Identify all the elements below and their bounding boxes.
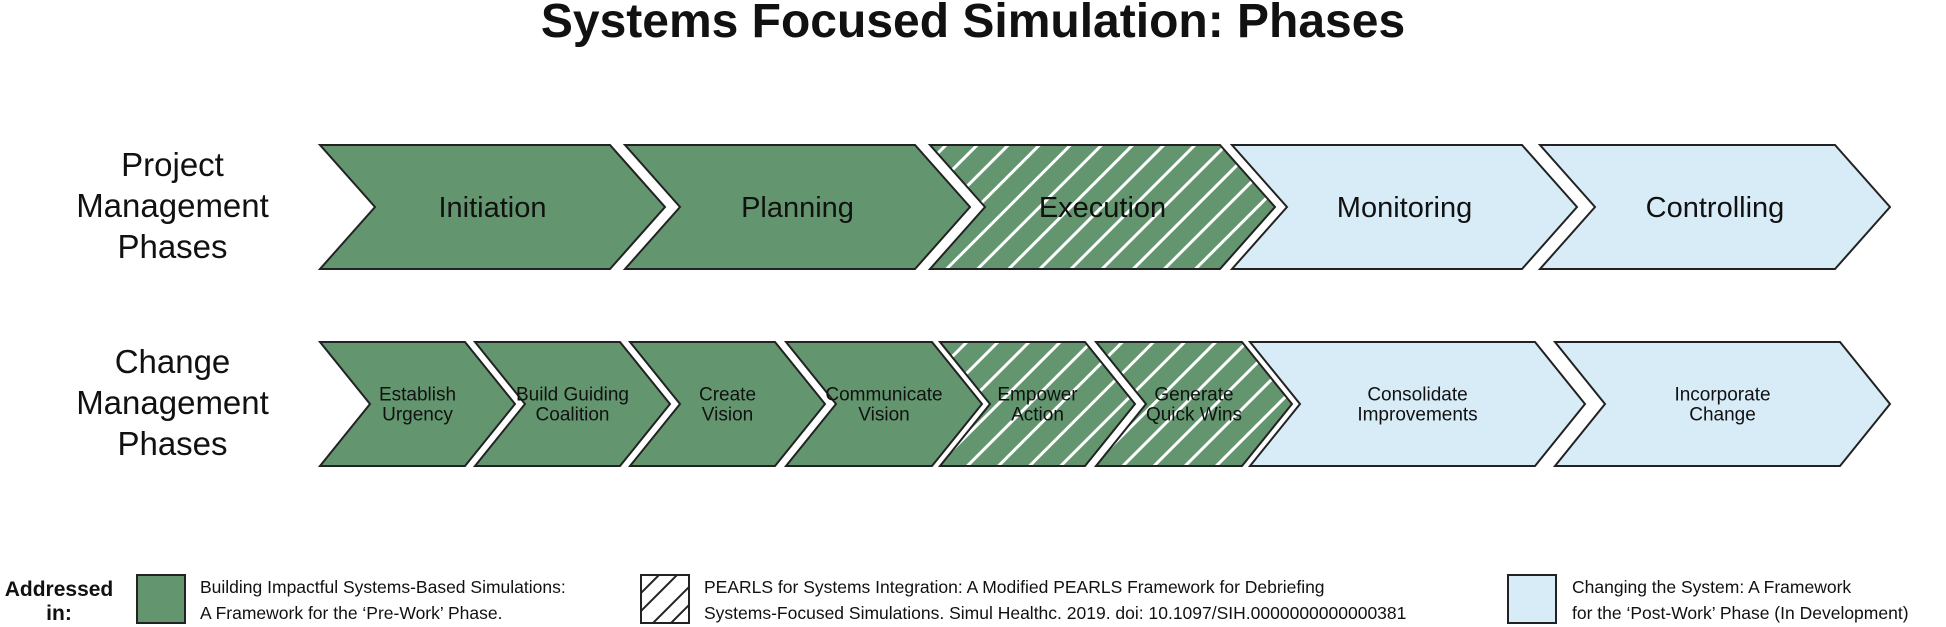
phase-label-line: Incorporate — [1674, 385, 1770, 406]
row-label-line: Phases — [117, 425, 228, 462]
phase-label-line: Empower — [997, 385, 1078, 406]
legend-text-pre-work: Building Impactful Systems-Based Simulat… — [200, 574, 566, 626]
phase-label-line: Vision — [702, 405, 753, 426]
legend-line: A Framework for the ‘Pre-Work’ Phase. — [200, 603, 503, 623]
phase-label-line: Establish — [379, 385, 456, 406]
chevron-phase — [927, 144, 1277, 270]
phase-label-line: Vision — [858, 405, 909, 426]
phase-label-line: Initiation — [438, 192, 546, 224]
legend-line: for the ‘Post-Work’ Phase (In Developmen… — [1572, 603, 1909, 623]
legend-line: Changing the System: A Framework — [1572, 577, 1852, 597]
phase-label-line: Improvements — [1357, 405, 1477, 426]
legend-text-pearls: PEARLS for Systems Integration: A Modifi… — [704, 574, 1406, 626]
chevron-phase — [627, 341, 827, 467]
chevron-phase — [622, 144, 972, 270]
legend-swatch-light-blue — [1507, 574, 1557, 624]
phase-label-line: Action — [1011, 405, 1064, 426]
phase-label: Controlling — [1646, 192, 1785, 224]
chevron-phase — [1229, 144, 1579, 270]
legend-swatch-green — [136, 574, 186, 624]
row-label-line: Phases — [117, 228, 228, 265]
legend-label: Addressed in: — [4, 578, 114, 625]
phase-label-line: Quick Wins — [1146, 405, 1242, 426]
phase-label-line: Generate — [1154, 385, 1233, 406]
phase-label-line: Urgency — [382, 405, 453, 426]
phase-label-line: Monitoring — [1337, 192, 1472, 224]
phase-label-line: Controlling — [1646, 192, 1785, 224]
phase-label: Planning — [741, 192, 854, 224]
phase-label: Monitoring — [1337, 192, 1472, 224]
legend-line: PEARLS for Systems Integration: A Modifi… — [704, 577, 1325, 597]
phase-label: Execution — [1039, 192, 1166, 224]
chevron-phase — [1247, 341, 1587, 467]
row-label-project-management: Project Management Phases — [30, 144, 315, 267]
phase-label-line: Planning — [741, 192, 854, 224]
legend-line: Systems-Focused Simulations. Simul Healt… — [704, 603, 1407, 623]
diagram-title: Systems Focused Simulation: Phases — [540, 0, 1406, 48]
chevron-phase — [317, 144, 667, 270]
legend-text-post-work: Changing the System: A Framework for the… — [1572, 574, 1909, 626]
chevron-phase — [472, 341, 672, 467]
phase-label-line: Communicate — [825, 385, 942, 406]
row-label-change-management: Change Management Phases — [30, 341, 315, 464]
phase-label-line: Create — [699, 385, 756, 406]
chevron-phase — [783, 341, 984, 467]
project-management-phases: Initiation Planning Execution Monitoring Con… — [317, 144, 1892, 270]
row-label-line: Project — [121, 146, 224, 183]
phase-label-line: Change — [1689, 405, 1756, 426]
chevron-phase — [937, 341, 1137, 467]
chevron-phase — [1537, 144, 1892, 270]
phase-label-line: Build Guiding — [516, 385, 629, 406]
phase-label-line: Execution — [1039, 192, 1166, 224]
row-label-line: Management — [76, 384, 269, 421]
phase-label-line: Coalition — [536, 405, 610, 426]
legend-swatch-hatched — [637, 571, 693, 627]
hatch-swatch-icon — [637, 571, 693, 627]
chevron-phase — [317, 341, 517, 467]
legend-line: Building Impactful Systems-Based Simulat… — [200, 577, 566, 597]
chevron-phase — [1093, 341, 1294, 467]
phase-label-line: Consolidate — [1367, 385, 1467, 406]
phase-label: Initiation — [438, 192, 546, 224]
chevron-phase — [1552, 341, 1892, 467]
row-label-line: Change — [114, 343, 231, 380]
row-label-line: Management — [76, 187, 269, 224]
